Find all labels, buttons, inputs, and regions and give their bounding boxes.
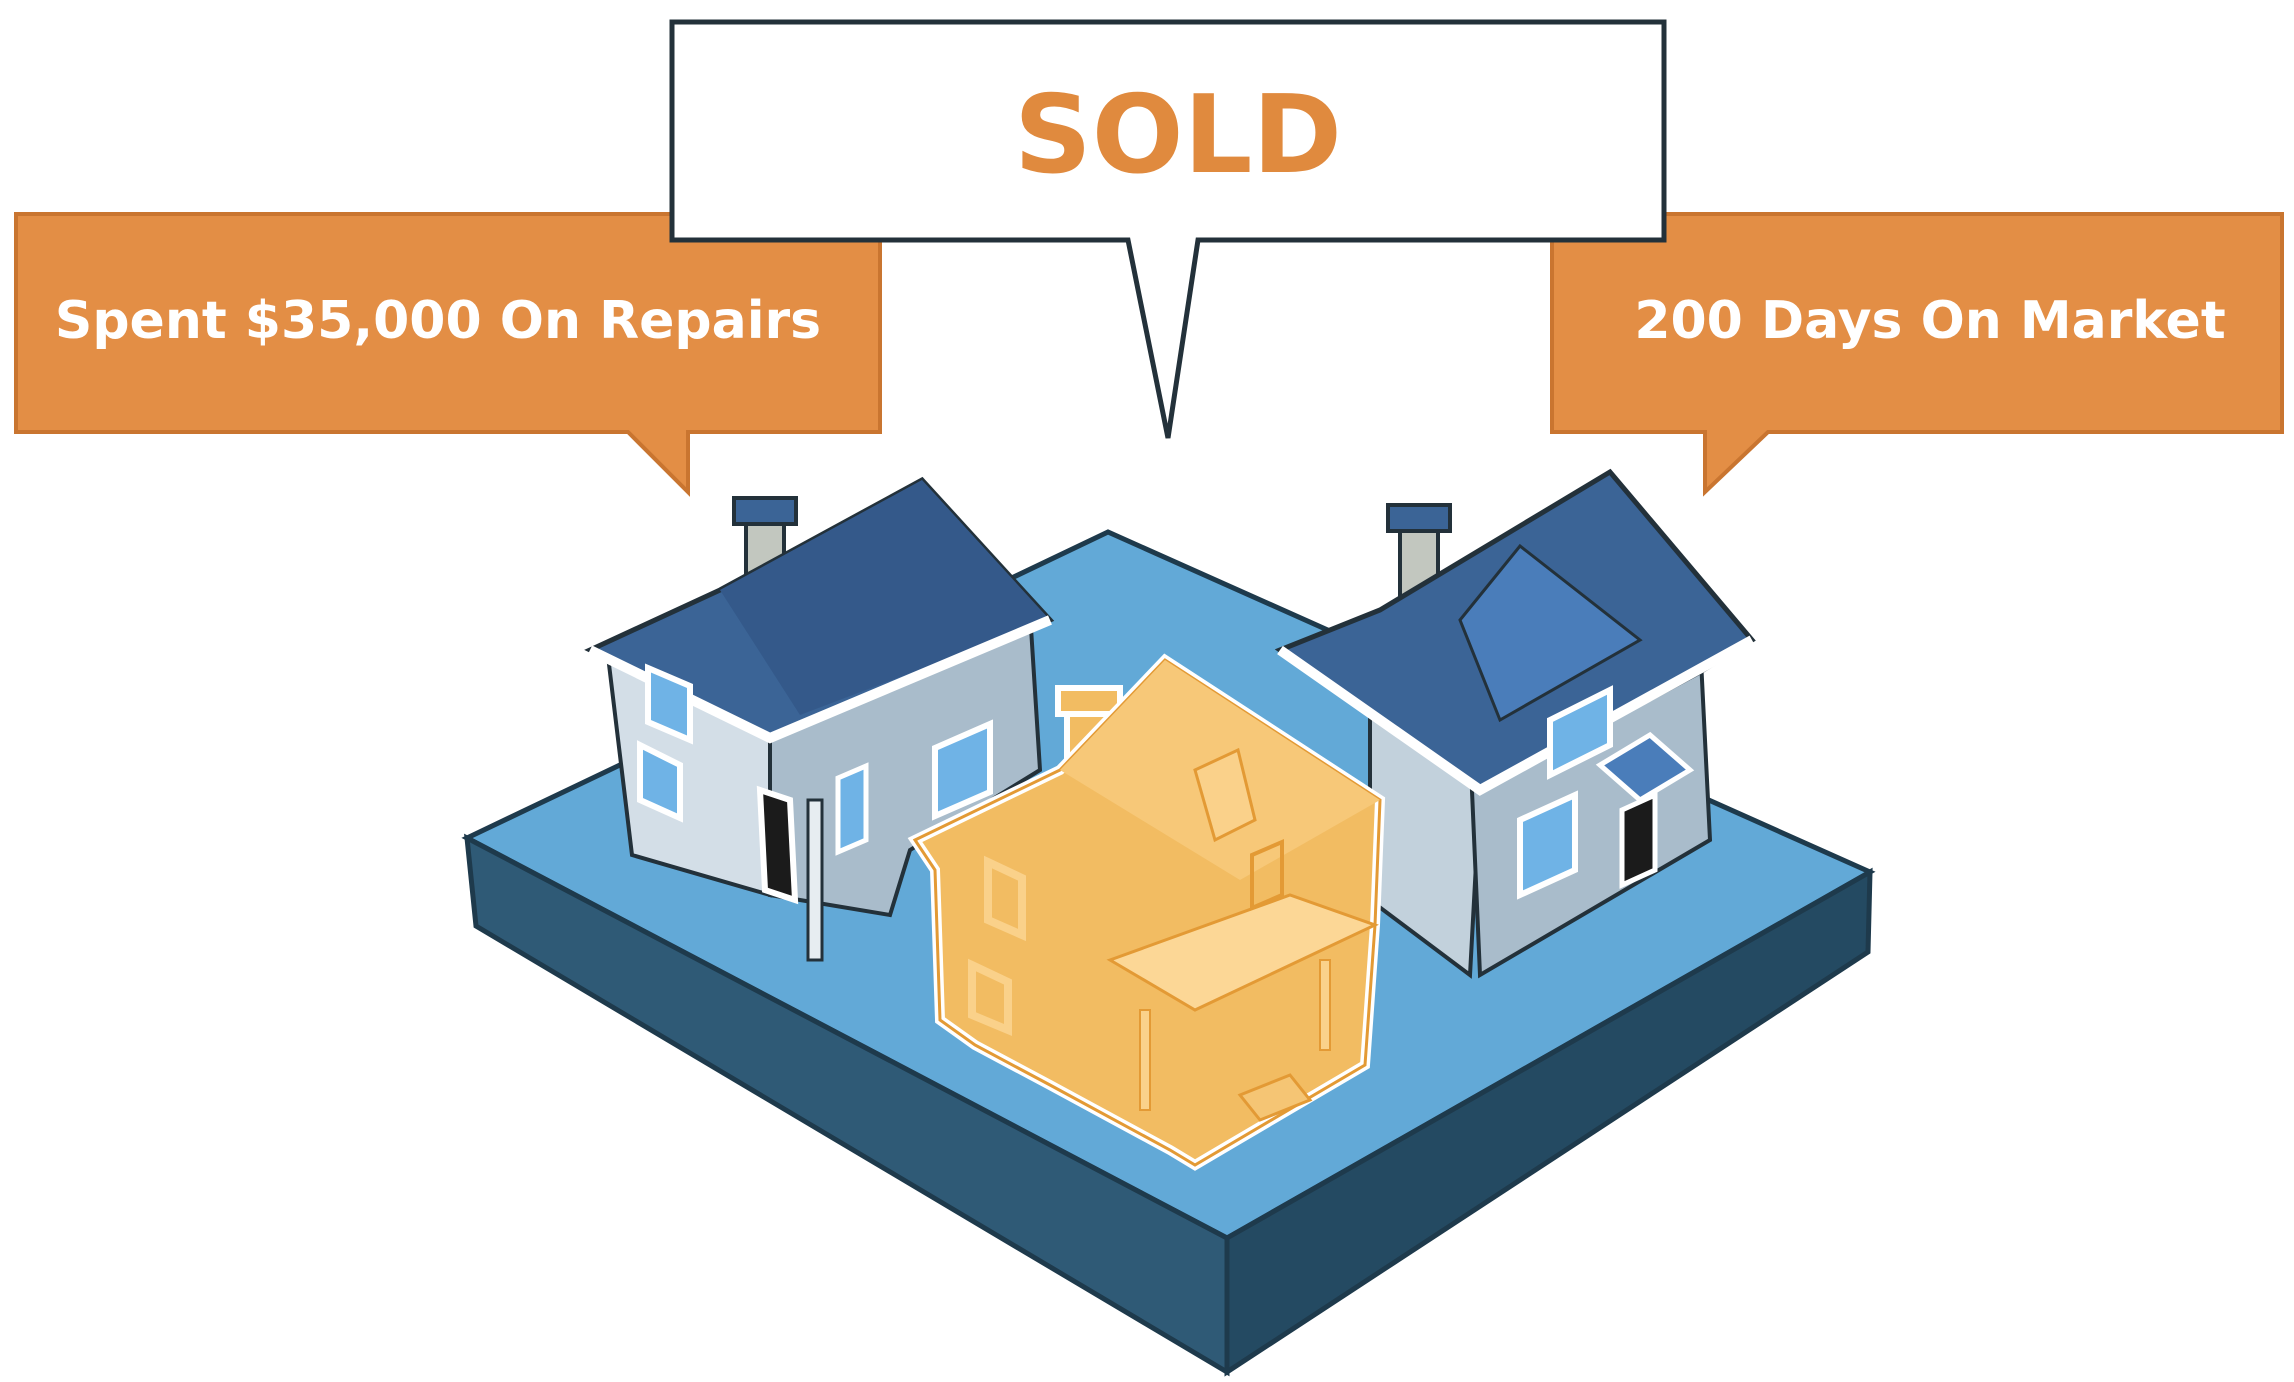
platform-side-right: [1224, 867, 1873, 1377]
callout-sold: SOLD: [669, 19, 1667, 439]
house-right-icon: [1274, 468, 1756, 979]
callout-left-box: [14, 212, 882, 497]
house-left-icon: [584, 476, 1055, 962]
callout-right-label: 200 Days On Market: [1634, 291, 2225, 351]
sold-label: SOLD: [1014, 73, 1342, 198]
callout-sold-box: [669, 19, 1667, 439]
callout-left: Spent $35,000 On Repairs: [14, 212, 882, 497]
sold-house-icon: [907, 653, 1386, 1171]
callout-right-box: [1550, 212, 2284, 497]
callout-right: 200 Days On Market: [1550, 212, 2284, 497]
callout-left-label: Spent $35,000 On Repairs: [55, 291, 821, 351]
